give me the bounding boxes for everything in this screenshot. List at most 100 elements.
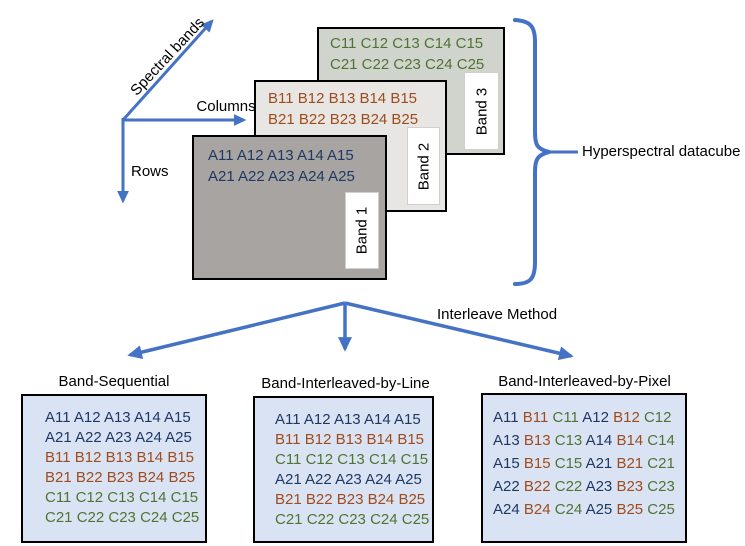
pixel-token: A15: [160, 409, 191, 426]
pixel-line: B11 B12 B13 B14 B15: [275, 430, 432, 450]
band-interleaved-by-pixel-title: Band-Interleaved-by-Pixel: [498, 373, 671, 390]
pixel-line: A15 B15 C15 A21 B21 C21: [493, 452, 685, 475]
pixel-token: A12: [578, 409, 609, 426]
pixel-token: B24: [133, 469, 165, 486]
pixel-token: B22: [301, 491, 333, 508]
pixel-token: B22: [519, 478, 551, 495]
interleave-method-label: Interleave Method: [437, 306, 558, 323]
pixel-line: A22 B22 C22 A23 B23 C23: [493, 475, 685, 498]
pixel-token: B23: [102, 469, 134, 486]
pixel-line: B21 B22 B23 B24 B25: [275, 490, 432, 510]
pixel-token: A25: [582, 501, 613, 518]
pixel-token: C21: [275, 511, 303, 528]
pixel-token: A14: [582, 432, 613, 449]
pixel-line: A11 B11 C11 A12 B12 C12: [493, 406, 685, 429]
band-3-pixel-rows: C11 C12 C13 C14 C15 C21 C22 C23 C24 C25: [330, 33, 484, 75]
pixel-token: C21: [643, 455, 675, 472]
pixel-token: C14: [364, 451, 397, 468]
interleave-fan-arrow-right: [344, 301, 574, 361]
pixel-token: A11: [45, 409, 71, 426]
pixel-row: A21 A22 A23 A24 A25: [208, 168, 355, 185]
pixel-token: A11: [275, 411, 301, 428]
pixel-token: C24: [550, 501, 583, 518]
pixel-token: B23: [332, 491, 364, 508]
pixel-token: A21: [275, 471, 302, 488]
pixel-token: B21: [275, 491, 302, 508]
pixel-token: C23: [104, 509, 136, 526]
pixel-token: A21: [45, 429, 72, 446]
pixel-token: B14: [612, 432, 644, 449]
pixel-line: B11 B12 B13 B14 B15: [45, 448, 205, 468]
pixel-line: C11 C12 C13 C14 C15: [45, 488, 205, 508]
pixel-token: B11: [275, 431, 301, 448]
pixel-token: B13: [519, 432, 551, 449]
pixel-token: B22: [71, 469, 103, 486]
pixel-token: B11: [518, 409, 549, 426]
pixel-token: A12: [70, 409, 101, 426]
pixel-token: C14: [643, 432, 675, 449]
columns-axis-label: Columns: [196, 98, 256, 115]
pixel-token: C11: [548, 409, 579, 426]
pixel-token: A15: [493, 455, 520, 472]
pixel-token: B23: [612, 478, 644, 495]
pixel-token: B14: [132, 449, 164, 466]
pixel-token: B24: [519, 501, 551, 518]
datacube-brace: [513, 18, 578, 286]
rows-axis-label: Rows: [131, 163, 169, 180]
band-1-sheet: A11 A12 A13 A14 A15 A21 A22 A23 A24 A25 …: [192, 135, 387, 280]
pixel-token: C25: [167, 509, 200, 526]
pixel-token: A24: [361, 471, 392, 488]
pixel-line: A24 B24 C24 A25 B25 C25: [493, 498, 685, 521]
pixel-token: A25: [161, 429, 192, 446]
band-1-pixel-rows: A11 A12 A13 A14 A15 A21 A22 A23 A24 A25: [208, 145, 355, 187]
pixel-token: C22: [302, 511, 335, 528]
pixel-row: C11 C12 C13 C14 C15: [330, 35, 484, 52]
pixel-token: A15: [390, 411, 421, 428]
pixel-token: B24: [363, 491, 395, 508]
band-2-pixel-rows: B11 B12 B13 B14 B15 B21 B22 B23 B24 B25: [268, 88, 418, 130]
pixel-token: A25: [391, 471, 422, 488]
pixel-token: C11: [45, 489, 72, 506]
pixel-token: A22: [71, 429, 102, 446]
pixel-token: B25: [164, 469, 196, 486]
band-2-label-tab: Band 2: [407, 127, 440, 205]
pixel-token: B15: [393, 431, 425, 448]
spectral-bands-axis-arrow: [121, 19, 214, 122]
pixel-token: C14: [134, 489, 167, 506]
hyperspectral-datacube-label: Hyperspectral datacube: [582, 143, 741, 160]
pixel-token: A12: [300, 411, 331, 428]
pixel-token: C12: [639, 409, 672, 426]
pixel-token: B14: [362, 431, 394, 448]
pixel-line: C11 C12 C13 C14 C15: [275, 450, 432, 470]
pixel-line: A21 A22 A23 A24 A25: [45, 428, 205, 448]
pixel-row: B11 B12 B13 B14 B15: [268, 90, 418, 107]
band-interleaved-by-line-title: Band-Interleaved-by-Line: [261, 375, 430, 392]
band-3-label-tab: Band 3: [464, 72, 499, 150]
pixel-line: A11 A12 A13 A14 A15: [275, 410, 432, 430]
pixel-token: C25: [397, 511, 430, 528]
pixel-token: A21: [582, 455, 613, 472]
pixel-token: B15: [519, 455, 551, 472]
band-3-label: Band 3: [473, 87, 491, 135]
pixel-row: C21 C22 C23 C24 C25: [330, 56, 485, 73]
pixel-token: A24: [131, 429, 162, 446]
pixel-token: B12: [70, 449, 102, 466]
pixel-row: A11 A12 A13 A14 A15: [208, 147, 354, 164]
pixel-token: B21: [612, 455, 644, 472]
pixel-line: A13 B13 C13 A14 B14 C14: [493, 429, 685, 452]
pixel-token: A14: [130, 409, 161, 426]
pixel-token: C24: [365, 511, 398, 528]
pixel-token: C12: [301, 451, 334, 468]
pixel-token: A22: [493, 478, 520, 495]
pixel-token: A14: [360, 411, 391, 428]
pixel-token: A23: [331, 471, 362, 488]
band-2-label: Band 2: [415, 142, 433, 190]
pixel-token: C25: [643, 501, 675, 518]
pixel-line: B21 B22 B23 B24 B25: [45, 468, 205, 488]
pixel-token: A23: [101, 429, 132, 446]
pixel-token: C22: [72, 509, 105, 526]
pixel-token: A13: [493, 432, 520, 449]
pixel-token: B11: [45, 449, 71, 466]
